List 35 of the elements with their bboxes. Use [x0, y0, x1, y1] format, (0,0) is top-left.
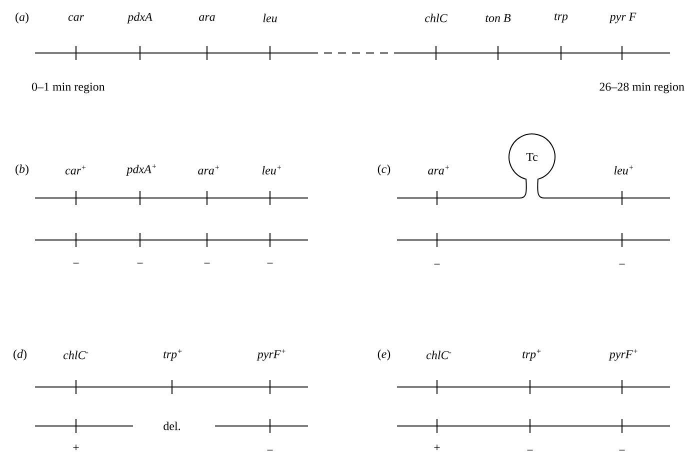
gene-name: pdxA$^{+}$: [126, 164, 156, 176]
allele-sign: −: [137, 262, 143, 264]
gene-name: leu: [263, 14, 277, 22]
loop: Tc: [508, 133, 556, 198]
gene-name: ara$^{+}$: [198, 166, 220, 174]
gene-name: trp$^{+}$: [164, 349, 182, 361]
gene-name: chlC$^{-}$: [426, 350, 452, 360]
gene-name: pdxA: [126, 12, 152, 24]
region-label: 0–1 min region: [32, 82, 105, 94]
gene-name: ton B: [486, 14, 511, 22]
gene-name: pyrF$^{+}$: [256, 349, 286, 361]
panel-label: (a): [16, 12, 28, 24]
panel-label: (c): [378, 164, 390, 176]
allele-sign: −: [204, 262, 210, 264]
gene-name: pyrF$^{+}$: [608, 349, 638, 361]
gene-name: trp: [554, 13, 568, 23]
region-label: 26–28 min region: [600, 82, 684, 94]
gene-name: leu$^{+}$: [262, 165, 282, 174]
gene-name: ara$^{+}$: [428, 166, 450, 174]
gene-name: car$^{+}$: [65, 166, 86, 174]
gene-name: car: [68, 15, 84, 21]
panel-label: (e): [378, 350, 390, 360]
allele-sign: −: [73, 262, 79, 264]
gene-name: leu$^{+}$: [614, 165, 633, 174]
panel-label: (d): [14, 350, 26, 360]
gene-name: ara: [199, 15, 215, 21]
panel-label: (b): [16, 164, 28, 176]
allele-sign: −: [267, 262, 273, 264]
gene-name: pyr F: [609, 12, 636, 24]
gene-name: chlC$^{-}$: [63, 350, 88, 360]
allele-sign: +: [73, 444, 79, 450]
allele-sign: +: [434, 444, 440, 450]
gene-name: trp$^{+}$: [522, 349, 541, 361]
deletion-label: del.: [164, 422, 180, 430]
gene-name: chlC: [425, 14, 448, 22]
